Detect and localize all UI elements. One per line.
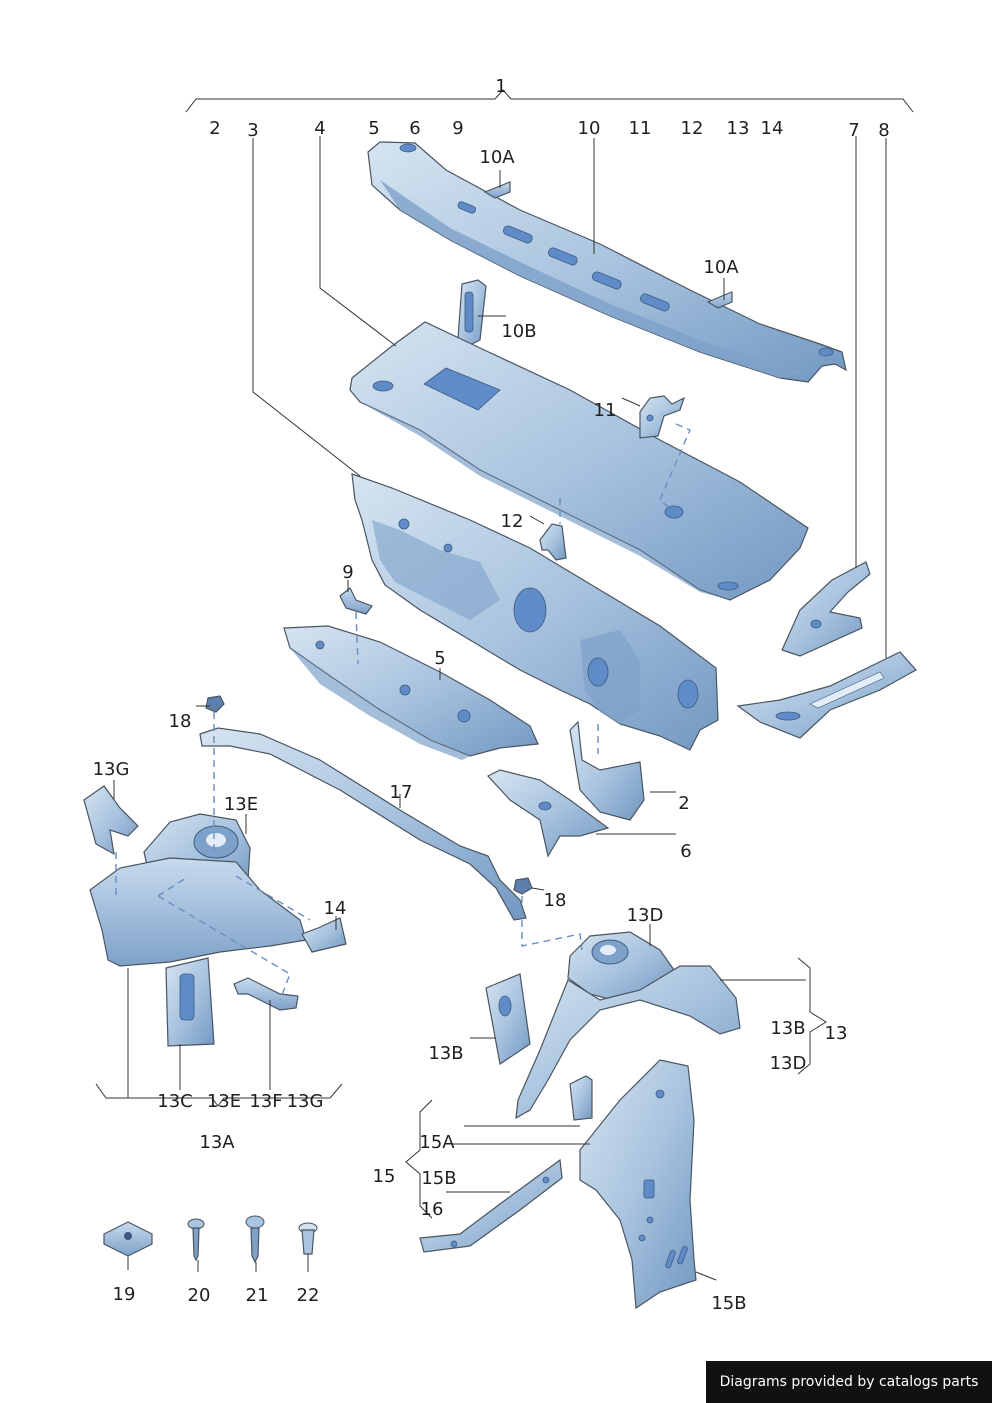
part-13g-bracket-left [83,785,139,856]
group-13a-brace [95,1083,343,1107]
assembly-line-11 [659,423,691,511]
leader-lines [113,136,887,1281]
group-13-brace [797,957,827,1075]
label-5: 5 [368,118,379,139]
assembly-line-9 [355,611,359,665]
part-15a-bracket [569,1075,593,1121]
part-13-longitudinal-right [515,965,741,1120]
label-11: 11 [629,118,652,139]
label-2: 2 [209,118,220,139]
label-13g: 13G [93,759,130,780]
label-16: 16 [421,1199,444,1220]
label-6: 6 [409,118,420,139]
part-13f-bracket [233,977,299,1011]
label-2-part: 2 [678,793,689,814]
label-10b: 10B [501,321,536,342]
label-13a: 13A [199,1132,235,1153]
label-15: 15 [373,1166,396,1187]
label-13f: 13F [249,1091,282,1112]
label-13c: 13C [157,1091,192,1112]
label-10a-upper: 10A [479,147,515,168]
label-13b-right: 13B [770,1018,805,1039]
part-19-nut-plate [103,1221,153,1257]
group-1-bracket [185,89,914,113]
label-13: 13 [727,118,750,139]
part-7-side-bracket [781,561,871,657]
label-3: 3 [247,120,258,141]
label-9: 9 [452,118,463,139]
part-10a-clip-lower [706,291,733,309]
part-2-cover [569,720,645,821]
label-6-part: 6 [680,841,691,862]
part-10a-clip-upper [483,181,511,199]
part-22-rivet [298,1222,318,1255]
label-18-left: 18 [169,711,192,732]
assembly-line-18-right [521,896,583,951]
part-13c-reinforcement [165,957,215,1047]
label-14-part: 14 [324,898,347,919]
group-15-brace [405,1099,433,1219]
label-4: 4 [314,118,325,139]
part-15b-pillar [579,1059,697,1310]
label-20: 20 [188,1285,211,1306]
label-10: 10 [578,118,601,139]
label-8: 8 [878,120,889,141]
part-18-nut-left [205,695,225,713]
label-13b-left: 13B [428,1043,463,1064]
label-13d: 13D [627,905,664,926]
label-13e-group: 13E [207,1091,241,1112]
label-15b-pillar: 15B [711,1293,746,1314]
credit-banner: Diagrams provided by catalogs parts [706,1361,992,1403]
assembly-line-13a [157,875,311,1001]
part-12-bracket [539,523,567,561]
part-5-cross-member [283,625,539,760]
part-4-plenum-panel [349,321,809,601]
part-13a-wheel-housing-left [89,857,307,967]
part-18-nut-right [513,877,533,895]
label-1: 1 [495,76,506,97]
label-15b: 15B [421,1168,456,1189]
part-21-screw [245,1215,265,1264]
part-3-bulkhead [351,473,719,751]
part-6-bracket [487,769,610,858]
label-19: 19 [113,1284,136,1305]
label-14: 14 [761,118,784,139]
label-22: 22 [297,1285,320,1306]
part-13b-reinforcement-right [485,973,531,1066]
label-13-right: 13 [825,1023,848,1044]
part-8-strip [736,651,917,739]
label-18-right: 18 [544,890,567,911]
label-10a-lower: 10A [703,257,739,278]
callout-labels: 1 2 3 4 5 6 9 10 11 12 13 14 7 8 10A 10A… [93,76,890,1314]
label-12-part: 12 [501,511,524,532]
part-16-strip [419,1158,563,1253]
label-17: 17 [390,782,413,803]
part-17-strut-brace [199,727,527,921]
label-13g-group: 13G [287,1091,324,1112]
label-15a: 15A [419,1132,455,1153]
part-11-bracket [639,395,686,439]
part-9-bracket [339,587,373,615]
label-7: 7 [848,120,859,141]
label-12: 12 [681,118,704,139]
part-10b-bracket [457,279,487,347]
label-5-part: 5 [434,648,445,669]
label-13e: 13E [224,794,258,815]
label-11-part: 11 [594,400,617,421]
label-21: 21 [246,1285,269,1306]
part-10-upper-cross-member [367,141,847,383]
part-14-bracket [301,917,347,953]
label-9-part: 9 [342,562,353,583]
part-20-screw [187,1218,205,1262]
label-13d-right: 13D [770,1053,807,1074]
